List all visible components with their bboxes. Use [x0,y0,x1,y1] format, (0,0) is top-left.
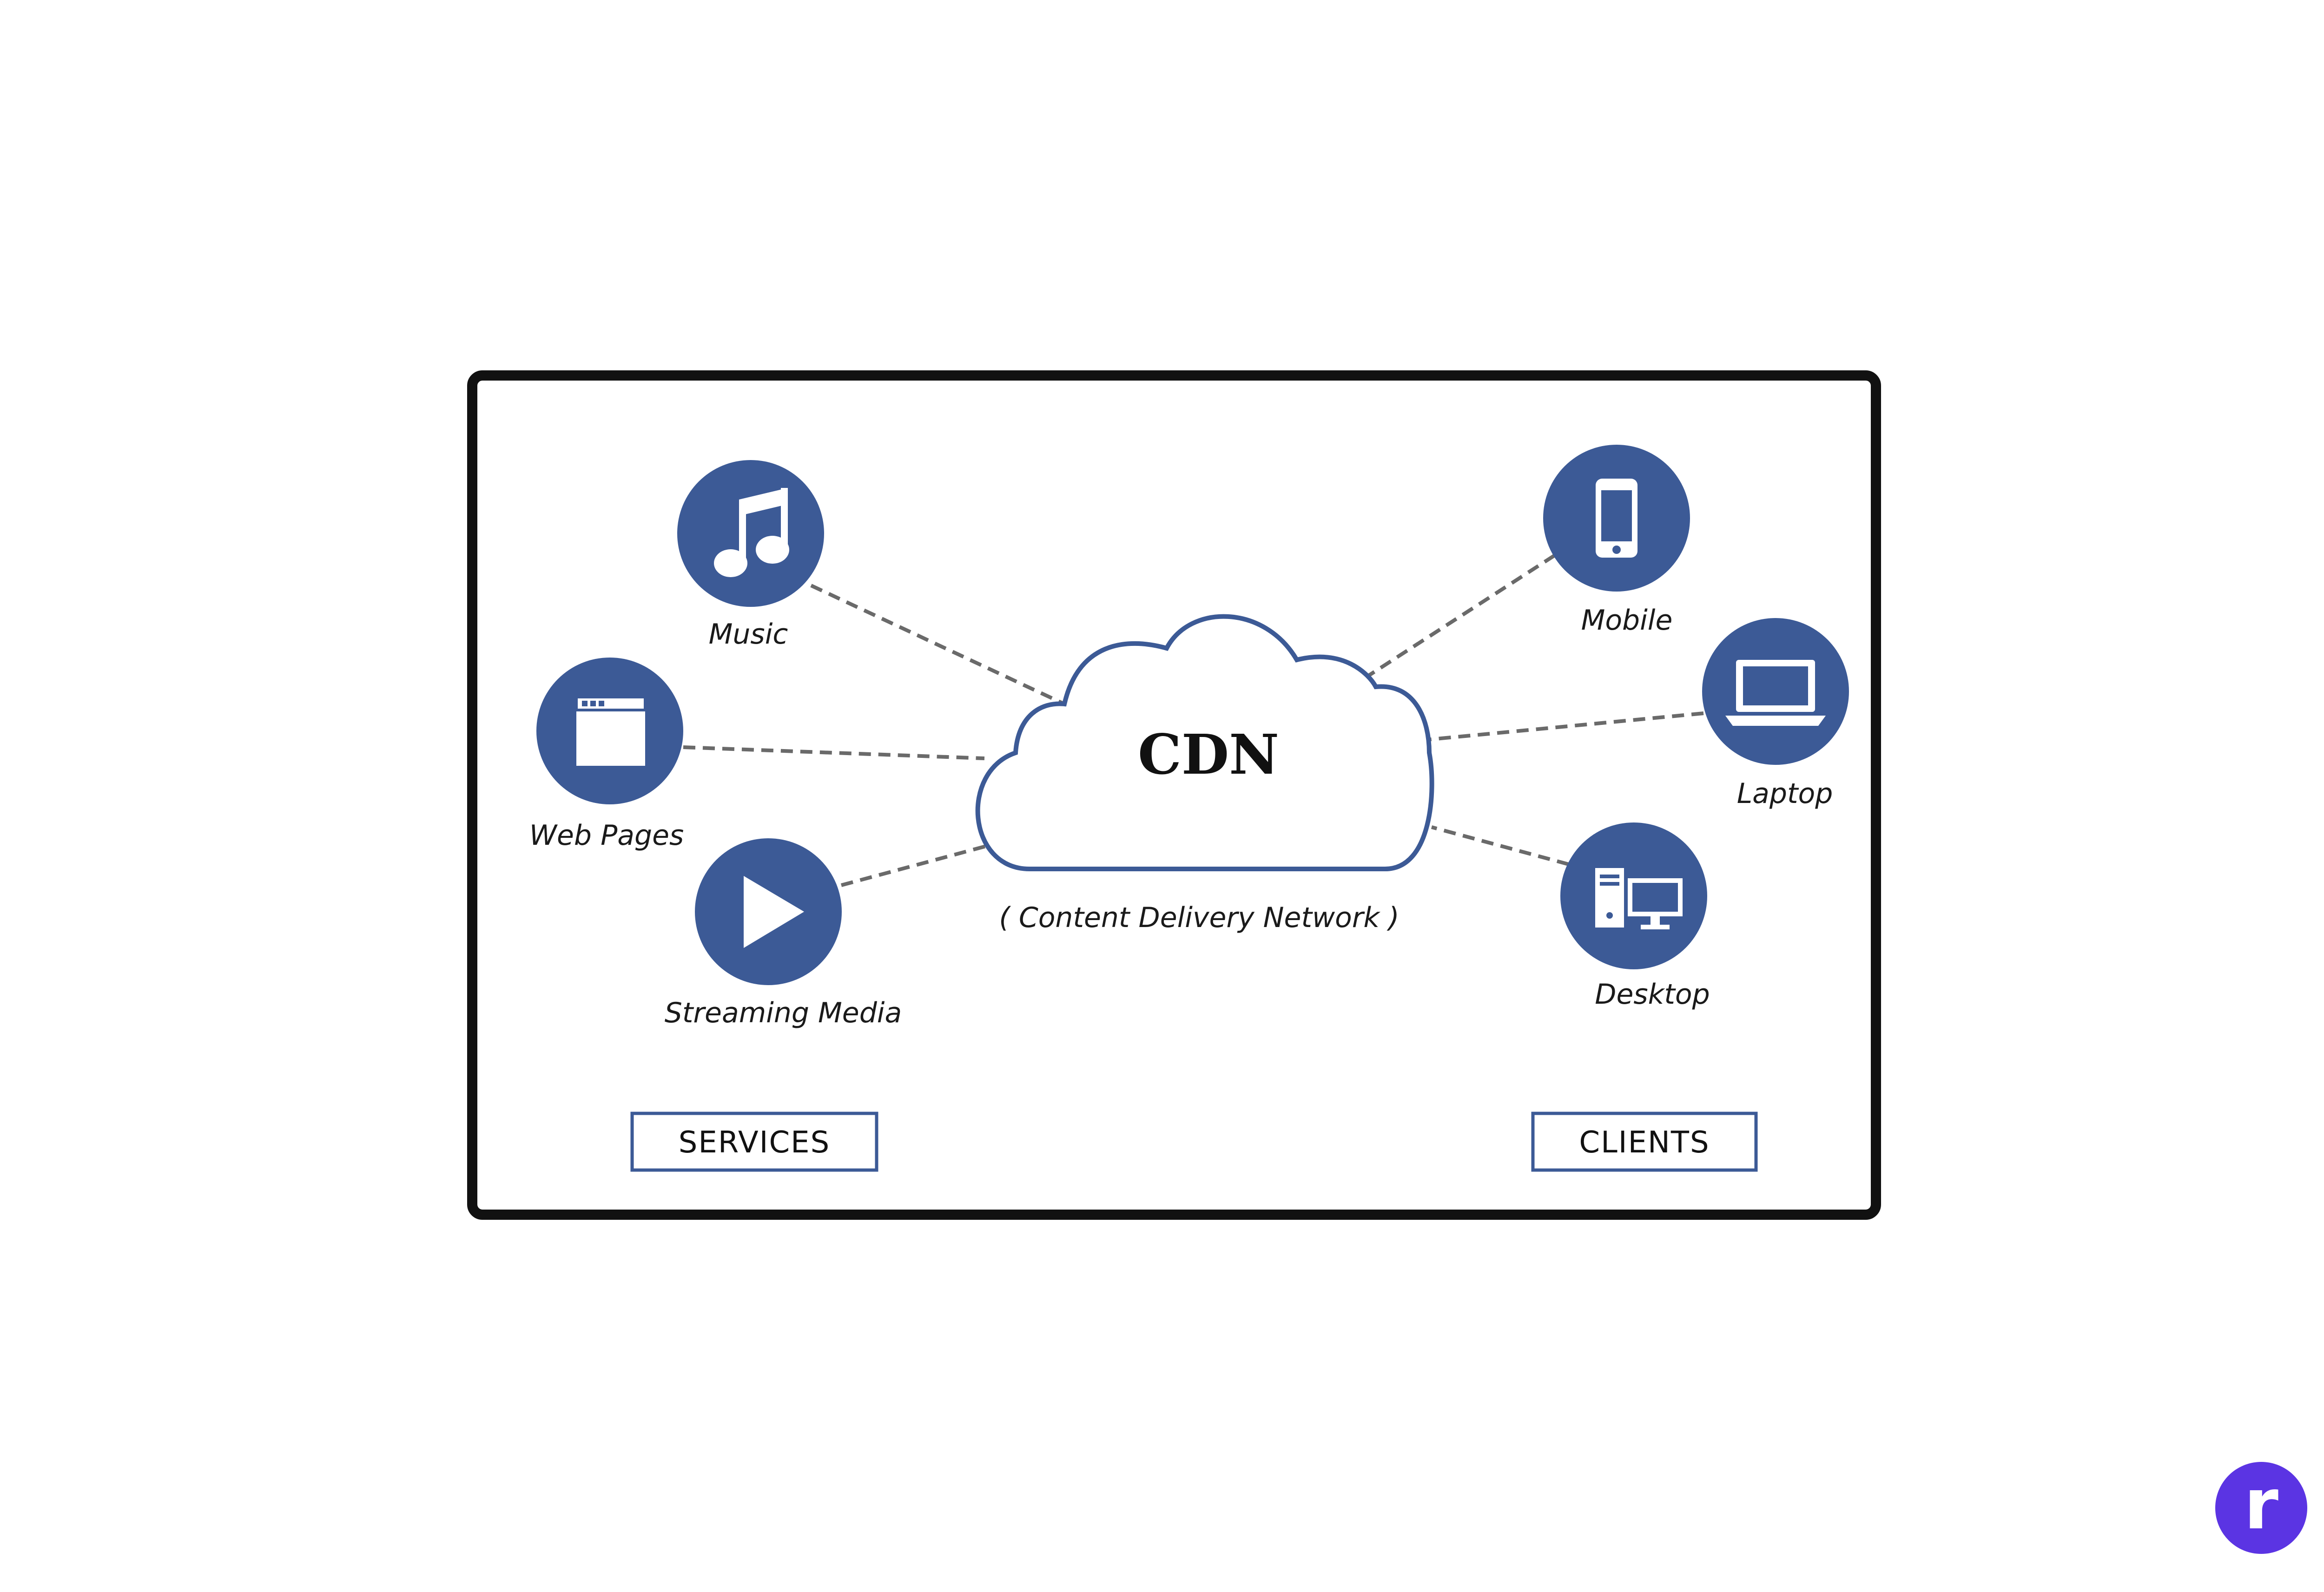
connector-laptop [1387,711,1704,745]
client-node-desktop [1560,822,1707,969]
mobile-phone-icon [1596,479,1637,558]
cdn-cloud [975,614,1434,871]
play-icon [744,876,804,948]
clients-box: CLIENTS [1531,1112,1758,1172]
connector-streaming [840,844,989,887]
connector-desktop [1431,825,1570,866]
laptop-icon [1725,660,1826,726]
service-node-web-pages [536,658,683,804]
music-note-icon [714,488,789,577]
service-label-music: Music [709,618,788,651]
connector-web-pages [683,745,985,760]
desktop-computer-icon [1595,868,1683,929]
client-label-laptop: Laptop [1737,777,1833,810]
service-label-streaming-media: Streaming Media [665,997,902,1029]
service-node-streaming-media [695,838,842,985]
clients-box-label: CLIENTS [1579,1125,1710,1160]
brand-logo-letter: r [2244,1464,2278,1545]
client-node-laptop [1702,618,1849,765]
connectors [683,553,1704,887]
client-node-mobile [1543,445,1690,592]
brand-logo-badge: r [2215,1462,2307,1554]
service-label-web-pages: Web Pages [529,819,684,852]
client-label-mobile: Mobile [1581,604,1673,637]
browser-window-icon [575,696,647,766]
service-node-music [677,460,824,607]
services-box: SERVICES [630,1112,878,1172]
connector-music [810,584,1065,706]
cdn-title: CDN [1138,722,1279,787]
client-label-desktop: Desktop [1595,978,1710,1011]
cdn-subtitle: ( Content Delivery Network ) [999,901,1399,934]
services-box-label: SERVICES [679,1125,830,1160]
